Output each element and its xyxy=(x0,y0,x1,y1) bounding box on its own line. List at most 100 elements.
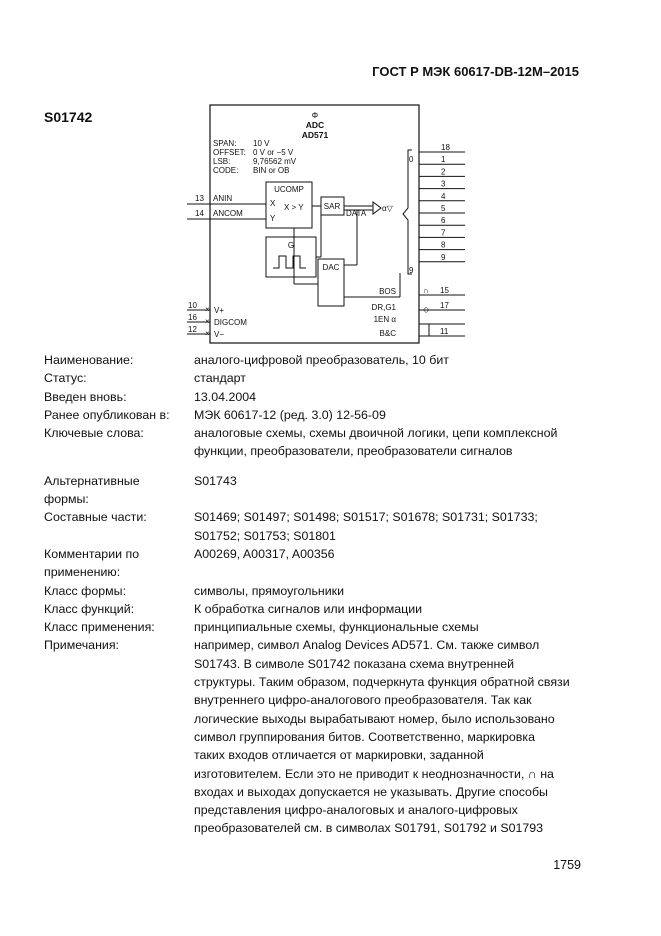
metadata-value-line: S01743 xyxy=(194,473,237,488)
metadata-value: S01743 xyxy=(194,472,604,509)
metadata-value-line: стандарт xyxy=(194,371,246,386)
metadata-value-line: структуры. Таким образом, подчеркнута фу… xyxy=(194,675,570,690)
metadata-value-line: например, символ Analog Devices AD571. С… xyxy=(194,638,540,653)
spec-label: OFFSET: xyxy=(213,148,246,157)
metadata-row: Альтернативные формы: S01743 xyxy=(44,472,604,509)
metadata-row: Класс формы: символы, прямоугольники xyxy=(44,582,604,600)
power-label: V+ xyxy=(214,306,224,315)
metadata-value-line: 13.04.2004 xyxy=(194,389,257,404)
metadata-label: Комментарии по применению: xyxy=(44,546,140,580)
metadata-label: Альтернативные формы: xyxy=(44,473,140,507)
pin-x: × xyxy=(205,317,210,326)
ucomp-block xyxy=(265,181,313,229)
metadata-label: Ключевые слова: xyxy=(44,426,144,441)
pin-number: 11 xyxy=(440,327,449,336)
metadata-label: Класс применения: xyxy=(44,620,155,635)
metadata-label: Статус: xyxy=(44,371,87,386)
metadata-value-line: К обработка сигналов или информации xyxy=(194,601,423,616)
metadata-label: Класс формы: xyxy=(44,583,127,598)
metadata-row: Введен вновь: 13.04.2004 xyxy=(44,388,604,406)
metadata-row: Класс применения: принципиальные схемы, ф… xyxy=(44,618,604,636)
metadata-value: К обработка сигналов или информации xyxy=(194,600,604,618)
metadata-value-line: представления цифро-аналоговых и аналого… xyxy=(194,803,518,818)
pin-x: × xyxy=(205,305,210,314)
metadata-value-line: аналого-цифровой преобразователь, 10 бит xyxy=(194,353,449,367)
output-pin-number: 5 xyxy=(441,204,446,213)
ucomp-y: Y xyxy=(270,214,276,223)
output-pin-number: 7 xyxy=(441,228,446,237)
power-label: DIGCOM xyxy=(214,318,247,327)
signal-label: BOS xyxy=(379,287,396,296)
open-output-symbol: ∩ xyxy=(423,286,429,295)
spec-value: 9,76562 mV xyxy=(253,157,297,166)
metadata-value: принципиальные схемы, функциональные схе… xyxy=(194,618,604,636)
alpha-label: α▽ xyxy=(382,204,394,213)
bus-bottom: 9 xyxy=(409,266,414,275)
metadata-row: Ключевые слова:аналоговые схемы, схемы д… xyxy=(44,424,604,461)
metadata-row: Наименование:аналого-цифровой преобразов… xyxy=(44,351,604,369)
metadata-value: например, символ Analog Devices AD571. С… xyxy=(194,636,604,837)
metadata-label: Ранее опубликован в: xyxy=(44,407,170,422)
metadata-row: Статус: стандарт xyxy=(44,369,604,387)
output-pin-number: 8 xyxy=(441,241,446,250)
symbol-frame xyxy=(209,104,420,344)
pin-x: × xyxy=(205,329,210,338)
metadata-value-line: символы, прямоугольники xyxy=(194,583,345,598)
output-pin-number: 1 xyxy=(441,155,446,164)
data-label: DATA xyxy=(346,209,367,218)
metadata-value: 13.04.2004 xyxy=(194,388,604,406)
output-pin-number: 3 xyxy=(441,180,446,189)
dr-arrow: ◇ xyxy=(423,305,430,314)
input-label: ANCOM xyxy=(213,209,243,218)
pin-number: 14 xyxy=(195,209,204,218)
metadata-row: Комментарии по применению: A00269, A00317… xyxy=(44,545,604,582)
metadata-label: Примечания: xyxy=(44,638,119,653)
metadata-row: Ранее опубликован в: МЭК 60617-12 (ред. 3… xyxy=(44,406,604,424)
adc-title: ADC xyxy=(306,120,324,130)
metadata-value: A00269, A00317, A00356 xyxy=(194,545,604,582)
metadata-value-line: логические выходы вырабатывают номер, бы… xyxy=(194,711,555,726)
bus-top: 0 xyxy=(409,155,414,164)
clock-label: G xyxy=(288,241,294,250)
spec-value: 0 V or −5 V xyxy=(253,148,294,157)
metadata-value-line: преобразователей см. в символах S01791, … xyxy=(194,821,544,836)
metadata-row: Составные части: S01469; S01497; S01498; … xyxy=(44,508,604,545)
spec-block: SPAN: 10 V OFFSET: 0 V or −5 V LSB: 9,76… xyxy=(213,139,297,175)
pin-number: 10 xyxy=(188,301,197,310)
adc-diagram: Φ ADC AD571 SPAN: 10 V OFFSET: 0 V or −5… xyxy=(185,100,485,350)
metadata-value-line: S01469; S01497; S01498; S01517; S01678; … xyxy=(194,510,538,525)
dac-label: DAC xyxy=(323,263,340,272)
spec-label: SPAN: xyxy=(213,139,236,148)
dac-block xyxy=(317,258,345,307)
pin-number: 17 xyxy=(440,301,449,310)
sar-label: SAR xyxy=(324,202,341,211)
metadata-label: Введен вновь: xyxy=(44,389,127,404)
pin-number: 16 xyxy=(188,313,197,322)
output-pin-number: 4 xyxy=(441,192,446,201)
output-pin-number: 18 xyxy=(441,143,450,152)
metadata-value: аналого-цифровой преобразователь, 10 бит xyxy=(194,351,604,369)
metadata-value: МЭК 60617-12 (ред. 3.0) 12-56-09 xyxy=(194,406,604,424)
metadata-table: Наименование:аналого-цифровой преобразов… xyxy=(44,351,604,838)
metadata-label: Класс функций: xyxy=(44,601,135,616)
input-label: ANIN xyxy=(213,194,232,203)
signal-label: 1EN α xyxy=(374,315,397,324)
metadata-value: стандарт xyxy=(194,369,604,387)
pin-number: 15 xyxy=(440,286,449,295)
metadata-value-line: символ группирования битов. Соответствен… xyxy=(194,729,535,744)
metadata-value: символы, прямоугольники xyxy=(194,582,604,600)
power-label: V− xyxy=(214,330,224,339)
output-pin-number: 9 xyxy=(441,253,446,262)
signal-label: DR,G1 xyxy=(372,303,397,312)
metadata-value-line: функции, преобразователи, преобразовател… xyxy=(194,444,513,459)
metadata-row: Примечания: например, символ Analog Devic… xyxy=(44,636,604,837)
metadata-value-line: внутреннего цифро-аналогового преобразов… xyxy=(194,693,532,708)
metadata-value-line: A00269, A00317, A00356 xyxy=(194,546,335,561)
pin-number: 13 xyxy=(195,194,204,203)
page-number: 1759 xyxy=(553,858,581,872)
pin-number: 12 xyxy=(188,325,197,334)
metadata-row: Класс функций: К обработка сигналов или и… xyxy=(44,600,604,618)
metadata-label: Составные части: xyxy=(44,510,147,525)
adc-part: AD571 xyxy=(302,130,329,140)
